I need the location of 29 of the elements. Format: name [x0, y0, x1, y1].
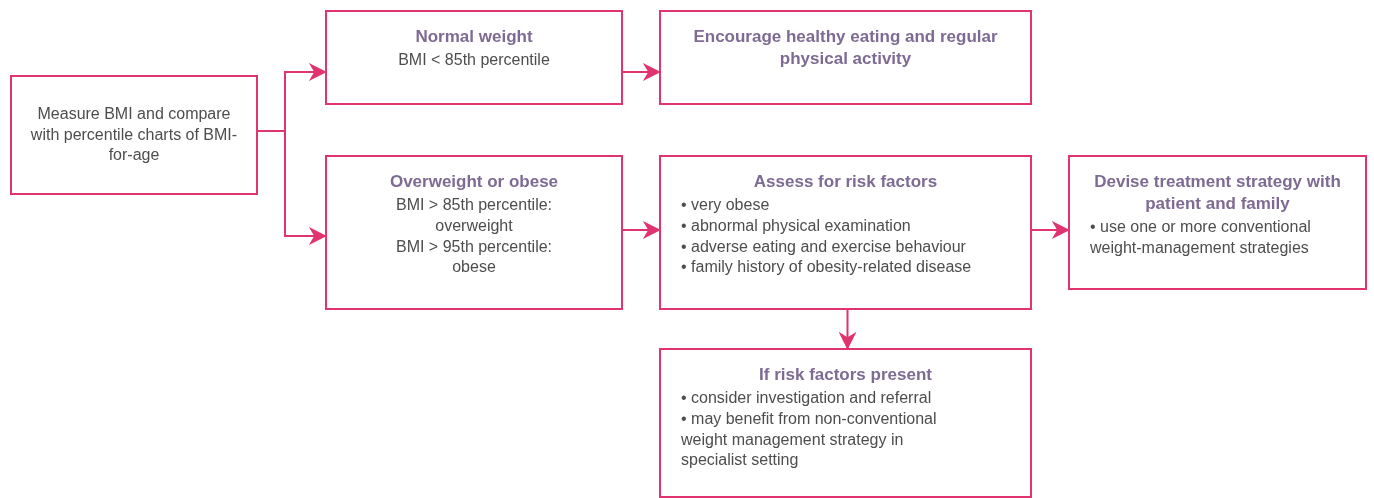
box-text: • may benefit from non-conventional weight management strategy in specialist setting: [681, 408, 938, 471]
process-box: [659, 348, 1032, 498]
box-heading: Normal weight: [414, 26, 534, 48]
box-text: • consider investigation and referral: [681, 388, 933, 409]
process-box: [325, 10, 623, 105]
box-text: BMI < 85th percentile: [398, 50, 550, 71]
box-text: Measure BMI and compare with percentile charts of BMI-for-age: [29, 103, 239, 166]
arrow: [257, 130, 327, 245]
box-text: • adverse eating and exercise behaviour: [681, 236, 967, 257]
process-box: [325, 155, 623, 310]
box-text: • family history of obesity-related disease: [681, 257, 973, 278]
box-text: BMI > 85th percentile: overweight: [394, 195, 554, 236]
box-heading: Devise treatment strategy with patient and family: [1093, 171, 1342, 216]
box-text: • abnormal physical examination: [681, 215, 912, 236]
box-heading: Encourage healthy eating and regular physical activity: [692, 26, 999, 71]
box-text: • very obese: [681, 195, 771, 216]
arrow: [1031, 221, 1070, 239]
arrow: [838, 309, 857, 350]
arrow: [622, 221, 661, 239]
box-heading: If risk factors present: [758, 364, 933, 386]
box-heading: Overweight or obese: [388, 171, 560, 193]
process-box: [10, 75, 258, 195]
box-heading: Assess for risk factors: [752, 171, 939, 193]
box-text: BMI > 95th percentile: obese: [394, 236, 554, 278]
box-text: • use one or more conventional weight-management strategies: [1090, 217, 1312, 258]
arrow: [622, 63, 661, 81]
process-box: [1068, 155, 1367, 290]
process-box: [659, 155, 1032, 310]
process-box: [659, 10, 1032, 105]
